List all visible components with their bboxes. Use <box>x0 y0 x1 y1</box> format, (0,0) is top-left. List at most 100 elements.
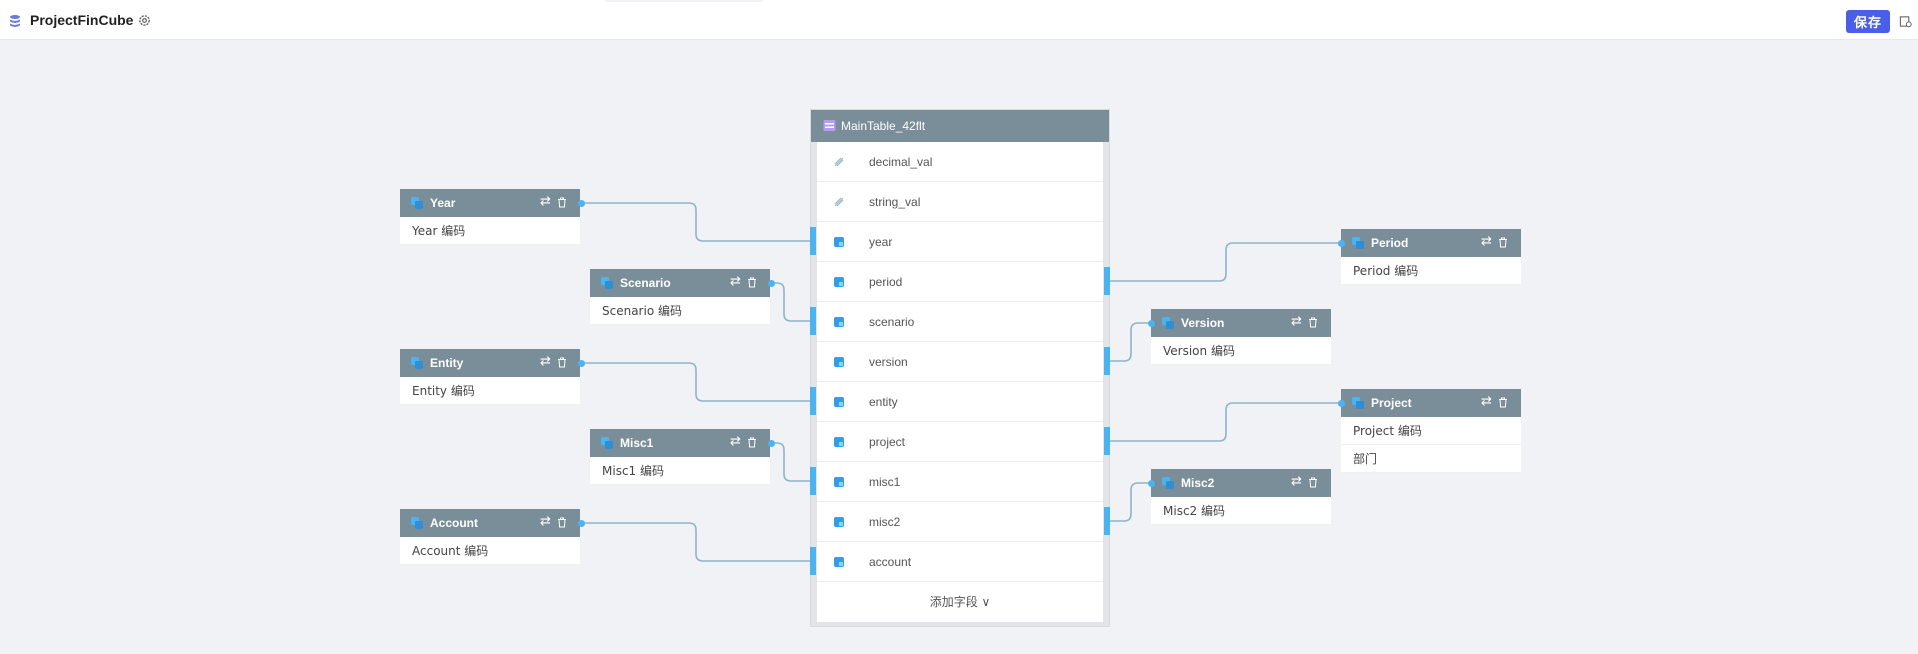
dimension-header[interactable]: Period ⇄ <box>1341 229 1521 257</box>
field-row-misc1[interactable]: misc1 <box>817 462 1103 502</box>
main-table[interactable]: MainTable_42flt decimal_val string_val y… <box>810 109 1110 627</box>
dimension-field[interactable]: 部门 <box>1341 445 1521 473</box>
dimension-node-project[interactable]: Project ⇄ Project 编码 部门 <box>1341 389 1521 473</box>
dimension-icon <box>1162 317 1174 329</box>
top-bar: ProjectFinCube 保存 <box>0 0 1918 40</box>
swap-icon[interactable]: ⇄ <box>1481 234 1492 249</box>
link-misc2 <box>1110 482 1151 522</box>
port-project[interactable] <box>1104 427 1110 455</box>
swap-icon[interactable]: ⇄ <box>1291 474 1302 489</box>
trash-icon[interactable] <box>557 357 567 368</box>
field-list: decimal_val string_val year period scena… <box>817 142 1103 622</box>
field-row-account[interactable]: account <box>817 542 1103 582</box>
dimension-icon <box>411 357 423 369</box>
dimension-field[interactable]: Misc1 编码 <box>590 457 770 485</box>
dimension-node-misc1[interactable]: Misc1 ⇄ Misc1 编码 <box>590 429 770 485</box>
dimension-icon <box>834 517 844 527</box>
trash-icon[interactable] <box>1498 397 1508 408</box>
dimension-node-entity[interactable]: Entity ⇄ Entity 编码 <box>400 349 580 405</box>
dimension-name: Period <box>1371 236 1409 250</box>
connector-dot[interactable] <box>1338 240 1345 247</box>
dimension-header[interactable]: Version ⇄ <box>1151 309 1331 337</box>
dimension-field[interactable]: Scenario 编码 <box>590 297 770 325</box>
field-name: entity <box>869 395 898 409</box>
field-row-version[interactable]: version <box>817 342 1103 382</box>
port-year[interactable] <box>810 227 816 255</box>
swap-icon[interactable]: ⇄ <box>540 354 551 369</box>
dimension-field[interactable]: Entity 编码 <box>400 377 580 405</box>
gear-icon[interactable] <box>138 14 151 27</box>
port-misc2[interactable] <box>1104 507 1110 535</box>
field-row-string-val[interactable]: string_val <box>817 182 1103 222</box>
swap-icon[interactable]: ⇄ <box>1291 314 1302 329</box>
field-row-decimal-val[interactable]: decimal_val <box>817 142 1103 182</box>
dimension-header[interactable]: Year ⇄ <box>400 189 580 217</box>
dimension-field[interactable]: Year 编码 <box>400 217 580 245</box>
dimension-node-period[interactable]: Period ⇄ Period 编码 <box>1341 229 1521 285</box>
field-row-year[interactable]: year <box>817 222 1103 262</box>
field-row-entity[interactable]: entity <box>817 382 1103 422</box>
port-account[interactable] <box>810 547 816 575</box>
dimension-header[interactable]: Scenario ⇄ <box>590 269 770 297</box>
field-row-scenario[interactable]: scenario <box>817 302 1103 342</box>
dimension-node-account[interactable]: Account ⇄ Account 编码 <box>400 509 580 565</box>
main-table-header[interactable]: MainTable_42flt <box>811 110 1109 142</box>
dimension-icon <box>1352 397 1364 409</box>
dimension-name: Account <box>430 516 478 530</box>
field-name: misc1 <box>869 475 901 489</box>
dimension-header[interactable]: Account ⇄ <box>400 509 580 537</box>
field-row-period[interactable]: period <box>817 262 1103 302</box>
field-name: period <box>869 275 903 289</box>
dimension-icon <box>1352 237 1364 249</box>
trash-icon[interactable] <box>1498 237 1508 248</box>
export-icon[interactable] <box>1899 15 1912 28</box>
link-version <box>1110 322 1151 362</box>
field-name: version <box>869 355 908 369</box>
dimension-header[interactable]: Misc1 ⇄ <box>590 429 770 457</box>
connector-dot[interactable] <box>1148 320 1155 327</box>
trash-icon[interactable] <box>557 197 567 208</box>
trash-icon[interactable] <box>747 277 757 288</box>
dimension-field[interactable]: Account 编码 <box>400 537 580 565</box>
connector-dot[interactable] <box>1148 480 1155 487</box>
trash-icon[interactable] <box>557 517 567 528</box>
dimension-header[interactable]: Misc2 ⇄ <box>1151 469 1331 497</box>
dimension-node-scenario[interactable]: Scenario ⇄ Scenario 编码 <box>590 269 770 325</box>
dimension-node-misc2[interactable]: Misc2 ⇄ Misc2 编码 <box>1151 469 1331 525</box>
trash-icon[interactable] <box>1308 317 1318 328</box>
swap-icon[interactable]: ⇄ <box>1481 394 1492 409</box>
add-field-button[interactable]: 添加字段 ∨ <box>929 595 991 609</box>
port-period[interactable] <box>1104 267 1110 295</box>
trash-icon[interactable] <box>1308 477 1318 488</box>
port-version[interactable] <box>1104 347 1110 375</box>
dimension-name: Misc2 <box>1181 476 1215 490</box>
link-account <box>581 522 810 562</box>
port-misc1[interactable] <box>810 467 816 495</box>
trash-icon[interactable] <box>747 437 757 448</box>
connector-dot[interactable] <box>578 520 585 527</box>
dimension-node-version[interactable]: Version ⇄ Version 编码 <box>1151 309 1331 365</box>
connector-dot[interactable] <box>1338 400 1345 407</box>
app-title: ProjectFinCube <box>30 12 134 28</box>
dimension-field[interactable]: Project 编码 <box>1341 417 1521 445</box>
field-row-misc2[interactable]: misc2 <box>817 502 1103 542</box>
swap-icon[interactable]: ⇄ <box>540 194 551 209</box>
port-scenario[interactable] <box>810 307 816 335</box>
swap-icon[interactable]: ⇄ <box>730 434 741 449</box>
connector-dot[interactable] <box>578 200 585 207</box>
dimension-node-year[interactable]: Year ⇄ Year 编码 <box>400 189 580 245</box>
dimension-header[interactable]: Entity ⇄ <box>400 349 580 377</box>
connector-dot[interactable] <box>578 360 585 367</box>
dimension-field[interactable]: Misc2 编码 <box>1151 497 1331 525</box>
dimension-icon <box>834 357 844 367</box>
connector-dot[interactable] <box>768 280 775 287</box>
dimension-field[interactable]: Period 编码 <box>1341 257 1521 285</box>
save-button[interactable]: 保存 <box>1846 10 1890 33</box>
dimension-header[interactable]: Project ⇄ <box>1341 389 1521 417</box>
swap-icon[interactable]: ⇄ <box>730 274 741 289</box>
port-entity[interactable] <box>810 387 816 415</box>
connector-dot[interactable] <box>768 440 775 447</box>
field-row-project[interactable]: project <box>817 422 1103 462</box>
swap-icon[interactable]: ⇄ <box>540 514 551 529</box>
dimension-field[interactable]: Version 编码 <box>1151 337 1331 365</box>
